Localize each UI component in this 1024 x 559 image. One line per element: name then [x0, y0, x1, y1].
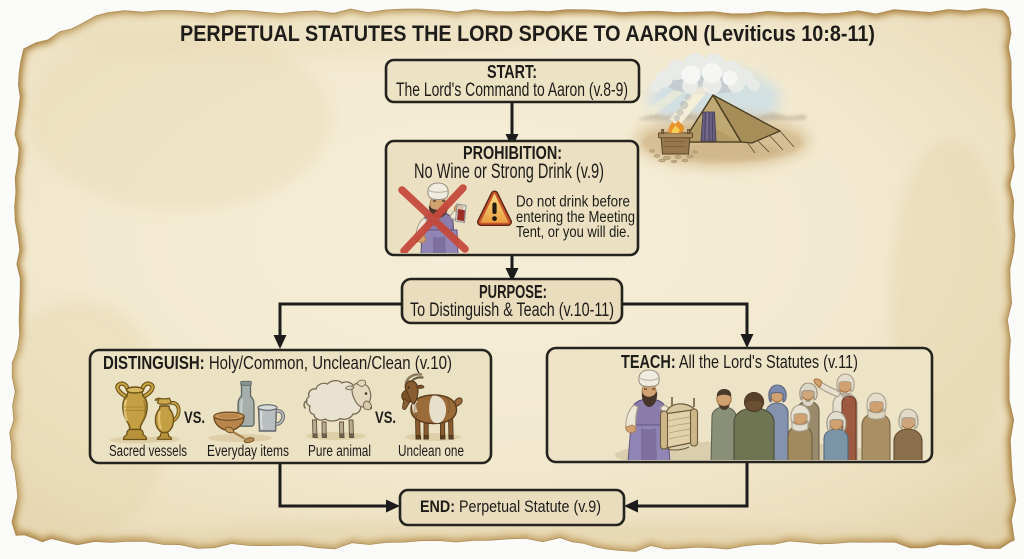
svg-text:To Distinguish & Teach (v.10-1: To Distinguish & Teach (v.10-11)	[410, 300, 614, 321]
svg-text:Sacred vessels: Sacred vessels	[109, 443, 187, 460]
svg-text:END: Perpetual Statute (v.9): END: Perpetual Statute (v.9)	[420, 498, 601, 516]
svg-text:Do not drink before: Do not drink before	[516, 194, 630, 211]
svg-text:No Wine or Strong Drink (v.9): No Wine or Strong Drink (v.9)	[414, 160, 604, 183]
svg-text:Pure animal: Pure animal	[308, 443, 371, 460]
svg-text:TEACH: All the Lord's Statutes: TEACH: All the Lord's Statutes (v.11)	[621, 352, 858, 372]
svg-text:VS.: VS.	[184, 408, 205, 427]
svg-text:Everyday items: Everyday items	[207, 443, 289, 460]
svg-text:Unclean one: Unclean one	[398, 443, 464, 460]
svg-text:Tent, or you will die.: Tent, or you will die.	[516, 224, 630, 241]
svg-text:START:: START:	[487, 62, 537, 82]
svg-text:PERPETUAL STATUTES THE LORD SP: PERPETUAL STATUTES THE LORD SPOKE TO AAR…	[180, 21, 875, 46]
svg-text:PURPOSE:: PURPOSE:	[479, 282, 547, 302]
svg-text:VS.: VS.	[375, 408, 396, 427]
svg-text:PROHIBITION:: PROHIBITION:	[463, 143, 562, 163]
svg-text:entering the Meeting: entering the Meeting	[516, 209, 635, 226]
svg-text:The Lord's Command to Aaron (v: The Lord's Command to Aaron (v.8-9)	[396, 80, 628, 101]
svg-text:DISTINGUISH: Holy/Common, Uncl: DISTINGUISH: Holy/Common, Unclean/Clean …	[103, 353, 452, 373]
